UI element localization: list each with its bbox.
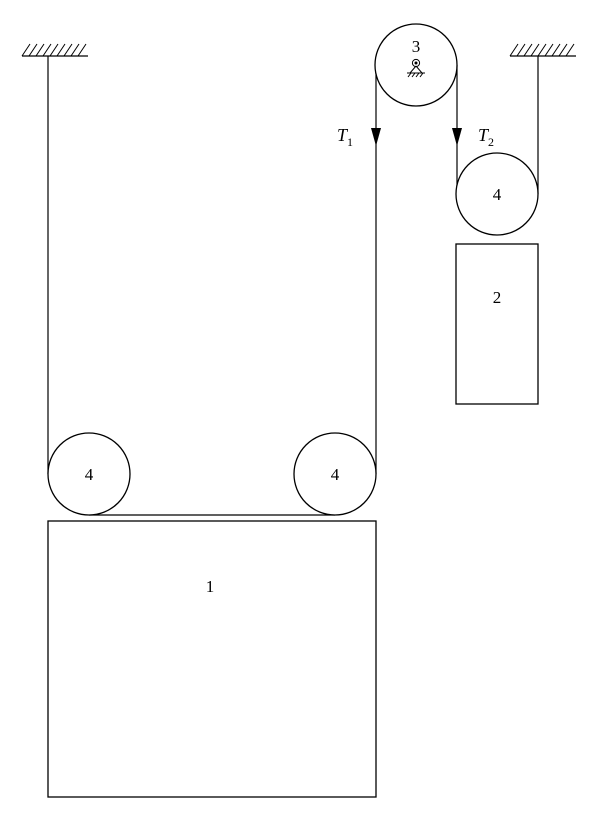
right-ceiling-support [509,43,576,57]
movable-pulley-4-right: 4 [455,152,539,236]
pulley-4-lower-left: 4 [47,432,131,516]
block-1-label: 1 [206,577,215,596]
pivot-icon [407,58,425,78]
pulley-4-lower-right: 4 [293,432,377,516]
left-ceiling-support [21,43,88,57]
pulley-3-label: 3 [412,37,421,56]
fixed-pulley-3: 3 [374,23,458,107]
tension-t1-label: T1 [337,125,353,149]
t1-arrow-icon [371,128,381,146]
pulley-4-lower-right-label: 4 [331,465,340,484]
block-2: 2 [455,243,539,405]
tension-t2-label: T2 [478,125,494,149]
block-2-label: 2 [493,288,502,307]
t2-arrow-icon [452,128,462,146]
pulley-4-lower-left-label: 4 [85,465,94,484]
block-1: 1 [47,520,377,798]
pulley-4-right-label: 4 [493,185,502,204]
